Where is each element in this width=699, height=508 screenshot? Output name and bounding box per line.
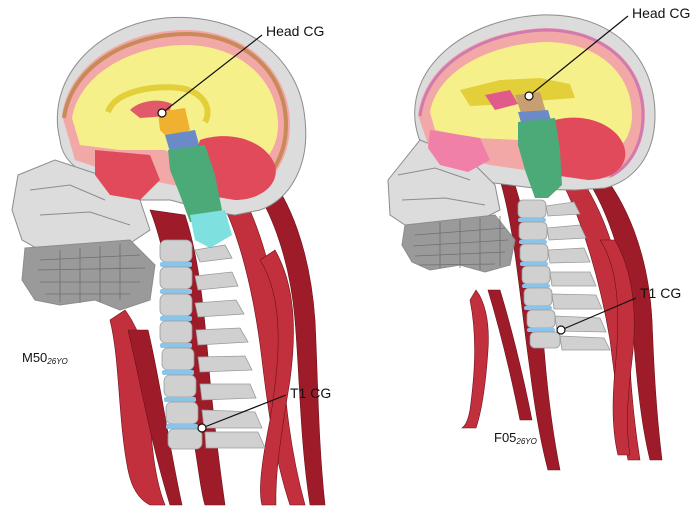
- right-thalamus: [485, 90, 518, 110]
- left-ventricle-ring: [105, 84, 211, 124]
- left-model-subscript: 26YO: [46, 357, 67, 366]
- right-model-subscript: 26YO: [515, 437, 536, 446]
- neck-muscle-strand: [239, 169, 326, 506]
- right-t1-cg-marker: [556, 325, 566, 335]
- neck-muscle-strand: [487, 289, 533, 421]
- neck-muscle-strand: [461, 289, 489, 429]
- right-model-f05: Head CG T1 CG F0526YO: [387, 5, 690, 471]
- left-head-cg-label: Head CG: [266, 23, 324, 39]
- left-upper-ligament: [190, 210, 232, 248]
- left-jaw: [21, 239, 156, 311]
- right-vertebra: [521, 265, 551, 285]
- left-vertebra: [167, 428, 203, 450]
- right-vertebra: [519, 243, 549, 263]
- right-cervical-spine: [517, 199, 611, 351]
- right-vertebra: [526, 309, 556, 329]
- right-head-cg-marker: [524, 91, 534, 101]
- left-disc: [160, 316, 192, 321]
- left-spinous-process: [201, 409, 263, 429]
- left-vertebra: [159, 266, 193, 290]
- left-spinous-process: [197, 355, 253, 373]
- right-spinous-process: [554, 315, 607, 333]
- left-disc: [160, 343, 192, 348]
- left-vertebra: [165, 401, 199, 425]
- left-face-detail: [29, 184, 131, 226]
- left-spinous-process: [204, 431, 266, 449]
- right-spinous-process: [549, 271, 597, 287]
- left-midbrain: [158, 108, 190, 138]
- right-spinous-process: [546, 224, 587, 241]
- right-face-detail: [397, 167, 486, 206]
- right-temporal-lobe: [428, 130, 490, 172]
- left-csf-layer: [62, 31, 289, 194]
- neck-muscle-strand: [127, 329, 183, 506]
- left-model-m50: Head CG T1 CG M5026YO: [11, 16, 331, 506]
- right-brain-rim: [418, 28, 645, 178]
- right-head-cg-leader: [528, 15, 629, 97]
- right-disc: [519, 240, 547, 244]
- left-vertebra: [159, 239, 193, 263]
- left-t1-cg-leader: [201, 394, 287, 429]
- right-cerebellum: [551, 117, 626, 180]
- right-brainstem: [518, 118, 562, 198]
- right-model-name: F05: [494, 430, 516, 445]
- left-disc: [166, 424, 198, 429]
- right-vertebra: [517, 199, 547, 219]
- left-vertebra: [161, 347, 195, 371]
- left-disc: [160, 262, 192, 267]
- left-disc: [160, 289, 192, 294]
- right-t1-cg-leader: [560, 297, 637, 331]
- left-model-name: M50: [22, 350, 47, 365]
- left-head-cg-marker: [157, 108, 167, 118]
- right-disc: [524, 306, 552, 310]
- neck-muscle-strand: [259, 249, 294, 506]
- right-disc: [520, 262, 548, 266]
- left-model-label: M5026YO: [22, 350, 68, 366]
- left-spinous-process: [199, 383, 257, 401]
- left-teeth-mesh: [37, 244, 146, 303]
- right-disc: [527, 328, 555, 332]
- left-cervical-spine: [159, 239, 266, 450]
- right-teeth-mesh: [412, 216, 509, 270]
- right-t1-cg-label: T1 CG: [640, 285, 681, 301]
- right-vertebra: [523, 287, 553, 307]
- left-vertebra: [159, 320, 193, 344]
- left-t1-cg-label: T1 CG: [290, 385, 331, 401]
- right-disc: [522, 284, 550, 288]
- left-vertebra: [159, 293, 193, 317]
- right-spinous-process: [547, 247, 591, 264]
- left-spinous-process: [194, 271, 239, 291]
- left-disc: [164, 397, 196, 402]
- left-vertebra: [163, 374, 197, 398]
- right-vertebra: [529, 331, 561, 349]
- left-pons: [165, 130, 200, 152]
- left-spinous-process: [195, 327, 249, 346]
- left-brainstem: [168, 145, 222, 222]
- left-head-cg-leader: [161, 34, 263, 114]
- right-vertebra: [518, 221, 548, 241]
- left-disc: [162, 370, 194, 375]
- right-disc: [518, 218, 546, 222]
- left-spinous-process: [194, 299, 245, 318]
- right-model-label: F0526YO: [494, 430, 537, 446]
- right-spinous-process: [559, 335, 611, 351]
- right-spinous-process: [545, 201, 581, 217]
- left-t1-cg-marker: [197, 423, 207, 433]
- right-midbrain: [515, 92, 546, 116]
- right-head-cg-label: Head CG: [632, 5, 690, 21]
- left-temporal-lobe: [95, 150, 160, 200]
- right-spinous-process: [551, 293, 603, 310]
- left-spinous-process: [194, 244, 233, 263]
- neck-muscle-strand: [599, 239, 635, 456]
